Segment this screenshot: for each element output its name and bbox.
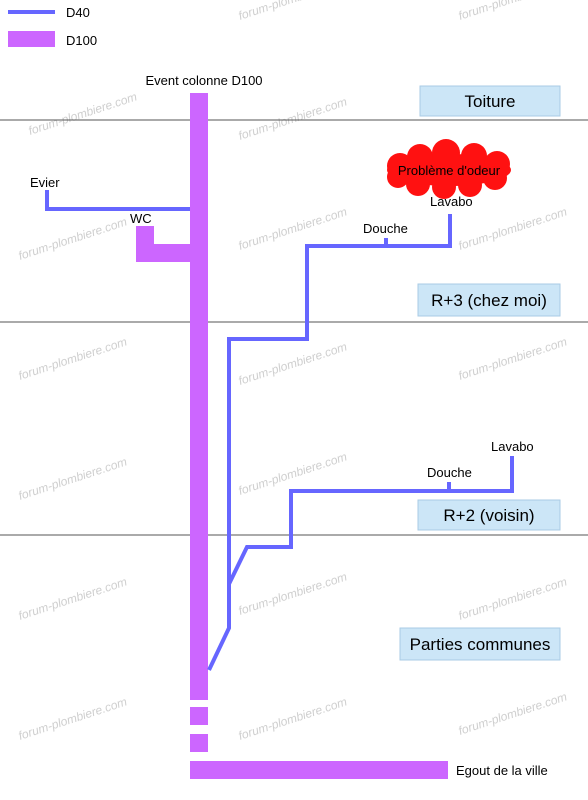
d100-stack: [190, 93, 448, 779]
r3-d40-pipe: [207, 214, 452, 671]
evier-label: Evier: [30, 175, 60, 190]
watermark: forum-plombiere.com: [237, 95, 349, 143]
floor-label-r2: R+2 (voisin): [417, 499, 561, 531]
floor-label-r2-text: R+2 (voisin): [443, 506, 534, 525]
r2-douche-label: Douche: [427, 465, 472, 480]
floor-lines: [0, 119, 588, 536]
stack-label: Event colonne D100: [145, 73, 262, 88]
watermark: forum-plombiere.com: [237, 340, 349, 388]
floor-label-r3: R+3 (chez moi): [417, 283, 561, 317]
d100-sewer-pipe: [190, 761, 448, 779]
watermark: forum-plombiere.com: [457, 0, 569, 23]
watermark: forum-plombiere.com: [17, 575, 129, 623]
legend-d100-label: D100: [66, 33, 97, 48]
watermark: forum-plombiere.com: [457, 335, 569, 383]
wc-pipe: [136, 226, 190, 262]
wc-label: WC: [130, 211, 152, 226]
floor-label-toiture-text: Toiture: [464, 92, 515, 111]
d100-stack-main: [190, 93, 208, 700]
watermark: forum-plombiere.com: [457, 205, 569, 253]
r2-lavabo-label: Lavabo: [491, 439, 534, 454]
floor-label-communes: Parties communes: [399, 627, 561, 661]
watermark: forum-plombiere.com: [457, 575, 569, 623]
r2-d40-pipe: [227, 456, 514, 585]
watermark: forum-plombiere.com: [237, 570, 349, 618]
legend: D40 D100: [8, 5, 97, 48]
floor-label-communes-text: Parties communes: [410, 635, 551, 654]
watermark: forum-plombiere.com: [17, 455, 129, 503]
watermark: forum-plombiere.com: [17, 695, 129, 743]
evier-pipe: [45, 190, 190, 211]
watermark: forum-plombiere.com: [237, 0, 349, 23]
sewer-label: Egout de la ville: [456, 763, 548, 778]
problem-label: Problème d'odeur: [398, 163, 501, 178]
d100-stack-segment: [190, 734, 208, 752]
watermark: forum-plombiere.com: [17, 335, 129, 383]
legend-d100-swatch: [8, 31, 55, 47]
legend-d40-label: D40: [66, 5, 90, 20]
watermark: forum-plombiere.com: [457, 690, 569, 738]
floor-label-toiture: Toiture: [419, 85, 561, 117]
problem-cloud: [387, 139, 511, 199]
floor-label-r3-text: R+3 (chez moi): [431, 291, 547, 310]
watermark: forum-plombiere.com: [17, 215, 129, 263]
d100-stack-segment: [190, 707, 208, 725]
r3-douche-label: Douche: [363, 221, 408, 236]
watermark: forum-plombiere.com: [27, 90, 139, 138]
watermark: forum-plombiere.com: [237, 695, 349, 743]
